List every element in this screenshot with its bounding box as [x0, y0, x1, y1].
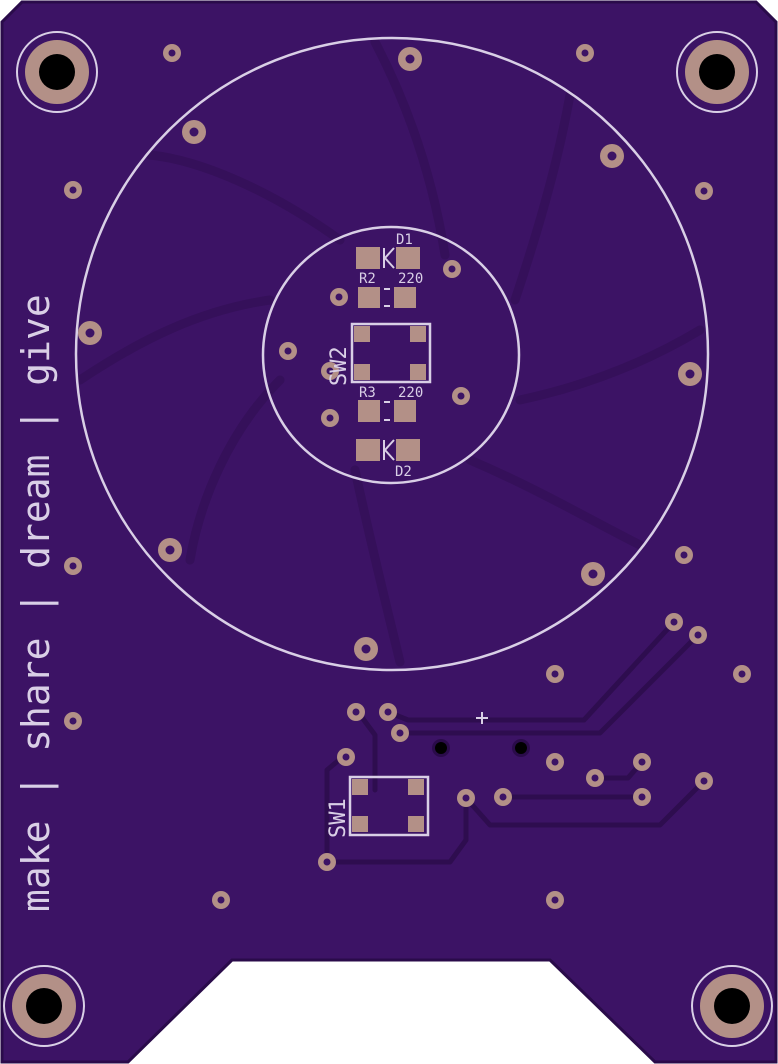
- via-icon: [354, 637, 378, 661]
- via-icon: [78, 321, 102, 345]
- mounting-hole-icon: [16, 31, 98, 113]
- mounting-holes: [3, 31, 773, 1047]
- sw2-component: SW2: [327, 322, 432, 386]
- via-icon: [695, 772, 713, 790]
- r2-component: R2 220: [358, 271, 423, 308]
- via-icon: [347, 703, 365, 721]
- via-icon: [586, 769, 604, 787]
- via-icon: [494, 788, 512, 806]
- via-icon: [443, 260, 461, 278]
- mounting-hole-icon: [676, 31, 758, 113]
- d1-label: D1: [396, 232, 413, 248]
- via-icon: [600, 144, 624, 168]
- via-icon: [64, 557, 82, 575]
- sw1-component: SW1: [326, 775, 430, 838]
- via-icon: [182, 120, 206, 144]
- d1-component: D1: [356, 232, 420, 269]
- via-icon: [64, 181, 82, 199]
- via-icon: [457, 789, 475, 807]
- via-icon: [452, 387, 470, 405]
- via-icon: [379, 703, 397, 721]
- crosshair-icon: [476, 712, 488, 724]
- via-icon: [695, 182, 713, 200]
- via-icon: [633, 788, 651, 806]
- via-icon: [391, 724, 409, 742]
- mounting-hole-icon: [3, 965, 85, 1047]
- slogan-text: make | share | dream | give: [14, 294, 59, 912]
- via-icon: [665, 613, 683, 631]
- outer-ring: [74, 36, 710, 672]
- via-icon: [581, 562, 605, 586]
- sw1-label: SW1: [326, 798, 351, 838]
- aperture-swirl: [75, 37, 705, 667]
- via-icon: [678, 362, 702, 386]
- diode-icon: [383, 439, 395, 461]
- via-icon: [321, 362, 339, 380]
- via-icon: [546, 891, 564, 909]
- r3-value: 220: [398, 385, 423, 401]
- via-icon: [321, 409, 339, 427]
- via-icon: [330, 288, 348, 306]
- r3-label: R3: [359, 385, 376, 401]
- d2-label: D2: [395, 464, 412, 480]
- d2-component: D2: [356, 439, 420, 480]
- via-icon: [318, 853, 336, 871]
- via-icon: [633, 753, 651, 771]
- inner-ring: [261, 225, 521, 485]
- sw2-label: SW2: [327, 346, 352, 386]
- via-icon: [689, 626, 707, 644]
- via-icon: [212, 891, 230, 909]
- diode-icon: [383, 247, 395, 269]
- drill-holes: [432, 739, 530, 757]
- via-icon: [279, 342, 297, 360]
- via-icon: [158, 538, 182, 562]
- via-icon: [398, 47, 422, 71]
- traces: [324, 619, 707, 865]
- via-icon: [675, 546, 693, 564]
- r2-value: 220: [398, 271, 423, 287]
- via-icon: [576, 44, 594, 62]
- r3-component: R3 220: [358, 385, 423, 422]
- via-icon: [733, 665, 751, 683]
- vias: [64, 44, 751, 909]
- via-icon: [337, 748, 355, 766]
- via-icon: [64, 712, 82, 730]
- mounting-hole-icon: [691, 965, 773, 1047]
- via-icon: [163, 44, 181, 62]
- r2-label: R2: [359, 271, 376, 287]
- via-icon: [546, 665, 564, 683]
- via-icon: [546, 753, 564, 771]
